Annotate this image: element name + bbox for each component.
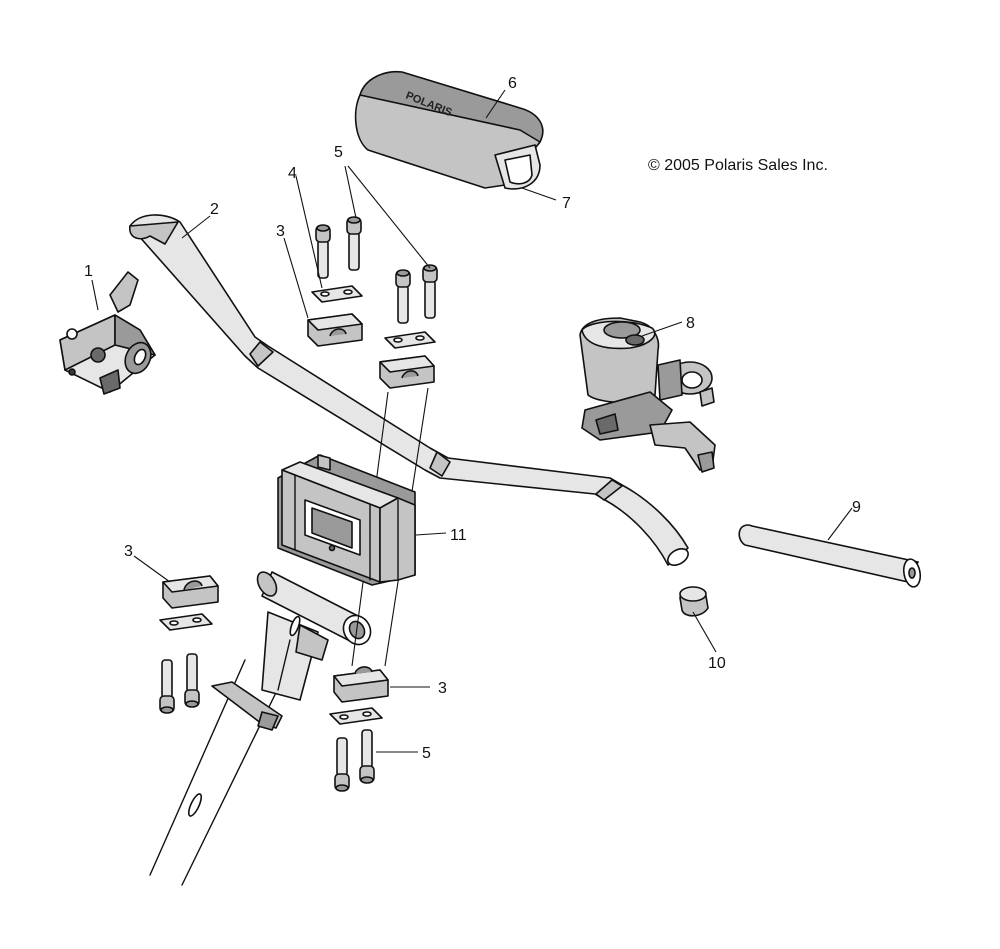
brake-master-cylinder [579, 317, 716, 473]
upper-bolts [315, 216, 438, 324]
bar-end-cap [679, 586, 709, 617]
bolts-lower-right [334, 729, 375, 792]
upper-plates [311, 285, 436, 349]
callout-2: 2 [210, 201, 219, 218]
bar-tube [738, 524, 922, 588]
steering-post [149, 571, 372, 886]
callout-3-upper-left: 3 [276, 223, 285, 240]
callout-11: 11 [450, 527, 467, 544]
callout-8: 8 [686, 315, 695, 332]
bolts-lower-left [159, 653, 200, 714]
callout-10: 10 [708, 655, 726, 672]
callout-3-lower-right: 3 [438, 680, 447, 697]
handlebar-pad: POLARIS [354, 70, 544, 190]
callout-5-lower: 5 [422, 745, 431, 762]
callouts: 1 2 3 4 5 6 7 8 9 10 11 3 3 5 [84, 75, 861, 762]
callout-1: 1 [84, 263, 93, 280]
throttle-housing [59, 271, 156, 395]
callout-5-upper: 5 [334, 144, 343, 161]
plate-lower-left [159, 613, 213, 631]
callout-7: 7 [562, 195, 571, 212]
clamp-block-lower-right [333, 666, 389, 703]
copyright-text: © 2005 Polaris Sales Inc. [648, 157, 828, 174]
callout-9: 9 [852, 499, 861, 516]
bolt-3 [395, 269, 411, 324]
bolt-1 [315, 224, 331, 279]
riser-block [277, 454, 416, 586]
callout-6: 6 [508, 75, 517, 92]
clamp-block-lower-left [162, 575, 219, 609]
bolt-4 [422, 264, 438, 319]
plate-lower-right [329, 707, 383, 725]
clamp-block-upper-left [307, 313, 363, 347]
handlebar [129, 214, 689, 566]
callout-4: 4 [288, 165, 297, 182]
bolt-2 [346, 216, 362, 271]
callout-3-lower-left: 3 [124, 543, 133, 560]
clamp-block-upper-right [379, 355, 435, 389]
leader-lines [91, 89, 853, 753]
